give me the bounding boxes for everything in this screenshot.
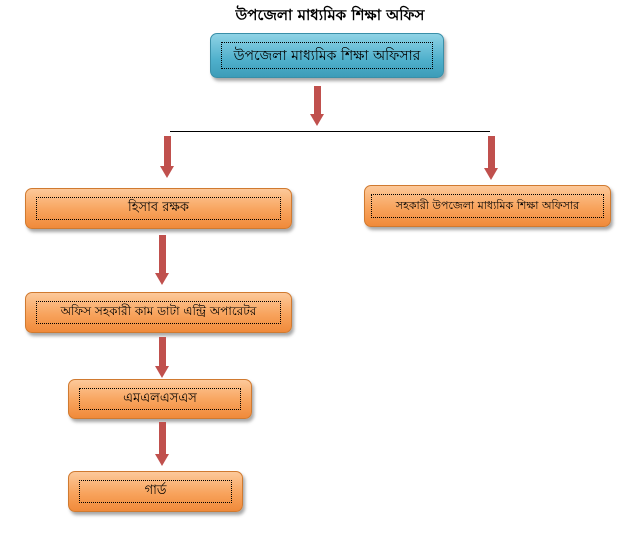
node-guard: গার্ড [68,471,243,512]
arrow-down-icon [155,235,169,285]
node-assistant-officer-label: সহকারী উপজেলা মাধ্যমিক শিক্ষা অফিসার [371,194,604,218]
chart-title: উপজেলা মাধ্যমিক শিক্ষা অফিস [235,6,425,24]
node-office-assistant-label: অফিস সহকারী কাম ডাটা এন্ট্রি অপারেটর [36,301,281,324]
node-officer: উপজেলা মাধ্যমিক শিক্ষা অফিসার [210,33,444,78]
arrow-down-icon [155,337,169,378]
arrow-down-icon [160,136,174,178]
node-officer-label: উপজেলা মাধ্যমিক শিক্ষা অফিসার [221,42,433,69]
connector-line [170,131,490,132]
arrow-down-icon [155,422,169,466]
node-mlss: এমএলএসএস [68,379,252,419]
node-assistant-officer: সহকারী উপজেলা মাধ্যমিক শিক্ষা অফিসার [364,185,611,227]
node-accountant: হিসাব রক্ষক [25,188,292,229]
node-office-assistant: অফিস সহকারী কাম ডাটা এন্ট্রি অপারেটর [25,292,292,333]
node-mlss-label: এমএলএসএস [79,388,241,410]
arrow-down-icon [484,136,498,180]
arrow-down-icon [310,86,324,126]
node-accountant-label: হিসাব রক্ষক [36,197,281,220]
node-guard-label: গার্ড [79,480,232,503]
